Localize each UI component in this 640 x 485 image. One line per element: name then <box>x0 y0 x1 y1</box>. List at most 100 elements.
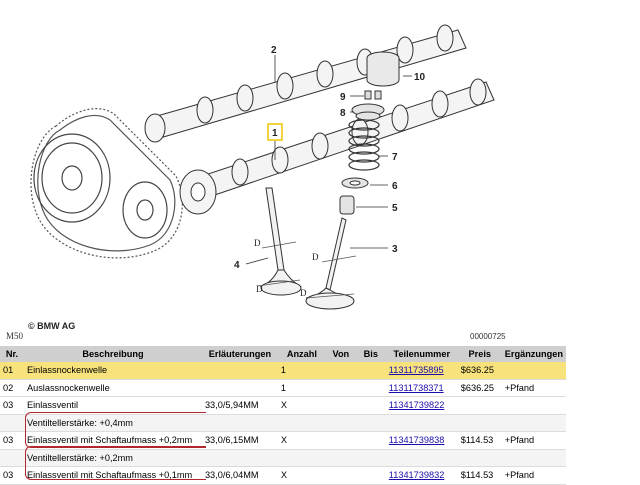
d-label-2: D <box>312 252 319 262</box>
col-teilenummer[interactable]: Teilenummer <box>385 346 458 362</box>
row-von <box>326 432 356 450</box>
row-bis <box>355 362 386 379</box>
bucket-tappet <box>366 51 400 87</box>
row-tn-cell: 11311735895 <box>385 362 458 379</box>
part-number-link[interactable]: 11341739832 <box>388 470 445 481</box>
callout-1-highlight <box>267 123 283 141</box>
part-number-link[interactable]: 11311735895 <box>388 365 444 376</box>
col-anzahl[interactable]: Anzahl <box>277 346 326 362</box>
row-nr: 03 <box>3 435 14 446</box>
row-erl: 33,0/5,94MM <box>204 400 259 411</box>
valve-keepers <box>364 90 382 100</box>
row-erg: +Pfand <box>504 382 535 393</box>
row-erg: +Pfand <box>504 470 535 481</box>
row-tn-cell: 11341739832 <box>386 467 458 485</box>
col-nr[interactable]: Nr. <box>0 346 24 362</box>
table-row[interactable]: 01 Einlassnockenwelle 1 11311735895 $636… <box>0 362 566 379</box>
callout-9[interactable]: 9 <box>340 92 346 103</box>
table-note-row: Ventiltellerstärke: +0,2mm <box>0 449 566 467</box>
row-preis: $114.53 <box>460 435 494 446</box>
row-desc: Einlassventil mit Schaftaufmass +0,1mm <box>26 470 193 481</box>
row-erg <box>501 362 566 379</box>
callout-2[interactable]: 2 <box>271 45 277 56</box>
row-anz: X <box>280 435 288 446</box>
row-note: Ventiltellerstärke: +0,2mm <box>23 449 566 467</box>
row-nr: 03 <box>3 400 14 411</box>
exhaust-valve <box>260 187 302 296</box>
row-tn-cell: 11341739822 <box>386 397 458 415</box>
callout-leaders <box>245 55 412 265</box>
model-label: M50 <box>6 331 24 341</box>
row-preis: $636.25 <box>460 382 494 393</box>
row-erl <box>201 362 278 379</box>
copyright-label: © BMW AG <box>28 321 76 331</box>
callout-5[interactable]: 5 <box>392 203 398 214</box>
col-beschreibung[interactable]: Beschreibung <box>23 346 202 362</box>
table-row[interactable]: 03 Einlassventil mit Schaftaufmass +0,2m… <box>0 432 566 450</box>
row-erl: 33,0/6,04MM <box>204 470 259 481</box>
part-number-link[interactable]: 11311738371 <box>388 382 444 393</box>
part-number-link[interactable]: 11341739822 <box>388 400 445 411</box>
callout-3[interactable]: 3 <box>392 244 398 255</box>
callout-4[interactable]: 4 <box>234 260 240 271</box>
d-label-1: D <box>254 238 261 248</box>
table-row[interactable]: 03 Einlassventil mit Schaftaufmass +0,1m… <box>0 467 566 485</box>
parts-table: Nr. Beschreibung Erläuterungen Anzahl Vo… <box>0 346 566 485</box>
row-anz: X <box>280 470 288 481</box>
row-nr: 01 <box>0 362 24 379</box>
spring-seat <box>341 177 369 189</box>
table-note-row: Ventiltellerstärke: +0,4mm <box>0 414 566 432</box>
col-erlaeuterungen[interactable]: Erläuterungen <box>201 346 278 362</box>
col-preis[interactable]: Preis <box>457 346 502 362</box>
dimension-marks <box>257 241 357 299</box>
callout-7[interactable]: 7 <box>392 152 398 163</box>
row-nr: 02 <box>3 382 14 393</box>
col-bis[interactable]: Bis <box>355 346 386 362</box>
row-erg <box>502 397 566 415</box>
row-anz: 1 <box>277 362 326 379</box>
sprocket <box>33 133 168 239</box>
callout-10[interactable]: 10 <box>414 72 426 83</box>
row-desc: Einlassnockenwelle <box>23 362 202 379</box>
callout-1[interactable]: 1 <box>272 128 278 139</box>
d-label-3: D <box>256 284 263 294</box>
row-von <box>326 397 356 415</box>
row-desc: Einlassventil mit Schaftaufmass +0,2mm <box>26 435 193 446</box>
table-header-row: Nr. Beschreibung Erläuterungen Anzahl Vo… <box>0 346 566 362</box>
row-anz: X <box>280 400 288 411</box>
spring-retainer <box>351 103 385 121</box>
intake-camshaft <box>179 78 495 215</box>
row-bis <box>356 432 386 450</box>
d-label-4: D <box>300 288 307 298</box>
intake-valve <box>305 217 355 310</box>
row-preis <box>458 397 502 415</box>
row-anz: 1 <box>280 382 287 393</box>
parts-diagram: D D D D 1 2 3 4 5 6 7 8 9 10 <box>30 24 495 310</box>
row-von <box>326 467 356 485</box>
row-preis: $114.53 <box>460 470 494 481</box>
valve-spring <box>348 119 380 171</box>
row-von <box>325 362 356 379</box>
part-number-link[interactable]: 11341739838 <box>388 435 445 446</box>
image-number: 00000725 <box>470 332 506 341</box>
col-ergaenzungen[interactable]: Ergänzungen <box>501 346 566 362</box>
row-nr: 03 <box>3 470 14 481</box>
row-nr <box>0 414 24 432</box>
table-row[interactable]: 02 Auslassnockenwelle 1 11311738371 $636… <box>0 379 566 397</box>
row-tn-cell: 11311738371 <box>386 379 458 397</box>
row-preis: $636.25 <box>457 362 502 379</box>
callout-6[interactable]: 6 <box>392 181 398 192</box>
row-bis <box>356 467 386 485</box>
row-erg: +Pfand <box>504 435 535 446</box>
row-erl <box>202 379 278 397</box>
timing-chain <box>30 108 183 259</box>
row-erl: 33,0/6,15MM <box>204 435 259 446</box>
row-bis <box>356 379 386 397</box>
table-row[interactable]: 03 Einlassventil 33,0/5,94MM X 113417398… <box>0 397 566 415</box>
col-von[interactable]: Von <box>325 346 356 362</box>
row-von <box>326 379 356 397</box>
row-desc: Einlassventil <box>26 400 79 411</box>
row-bis <box>356 397 386 415</box>
callout-8[interactable]: 8 <box>340 108 346 119</box>
row-tn-cell: 11341739838 <box>386 432 458 450</box>
